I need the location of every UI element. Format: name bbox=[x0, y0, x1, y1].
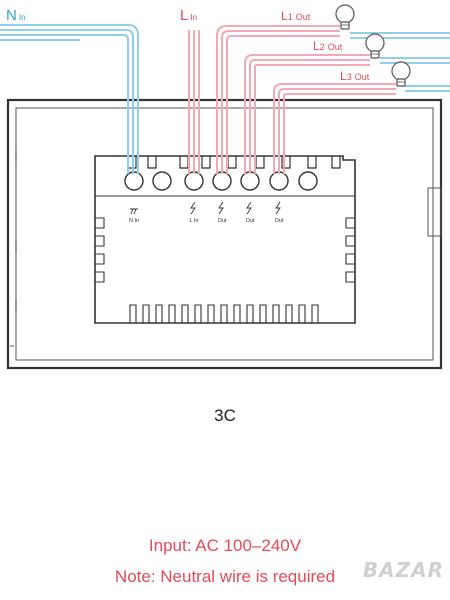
terminal-blank-1 bbox=[152, 171, 172, 191]
switch-panel-outer bbox=[6, 98, 443, 370]
out2-wire bbox=[244, 54, 370, 174]
terminal-out-1[interactable] bbox=[212, 171, 232, 191]
module-side-teeth-right bbox=[345, 217, 355, 283]
live-in-wire bbox=[188, 30, 200, 174]
lightning-icon bbox=[246, 201, 252, 215]
watermark-logo: BAZAR bbox=[362, 558, 444, 582]
bulb-icon bbox=[365, 33, 385, 59]
switch-panel-inner bbox=[15, 107, 434, 361]
lightning-icon bbox=[275, 201, 281, 215]
module-bottom-teeth bbox=[129, 304, 319, 323]
terminal-label-out-2: Out bbox=[246, 218, 255, 224]
input-voltage-text: Input: AC 100–240V bbox=[148, 536, 302, 555]
bulb-icon bbox=[391, 61, 411, 87]
terminal-l-in[interactable] bbox=[184, 171, 204, 191]
lightning-icon bbox=[190, 201, 196, 215]
terminal-blank-2 bbox=[298, 171, 318, 191]
neutral-symbol-icon bbox=[130, 208, 138, 215]
bulb-icon bbox=[335, 4, 355, 30]
module-top-teeth bbox=[127, 156, 341, 169]
terminal-label-l-in: L In bbox=[190, 218, 199, 224]
terminal-row bbox=[124, 171, 318, 191]
neutral-wire bbox=[0, 24, 139, 174]
terminal-label-out-1: Out bbox=[218, 218, 227, 224]
lightning-icon bbox=[218, 201, 224, 215]
terminal-label-n-in: N In bbox=[129, 218, 139, 224]
terminal-label-out-3: Out bbox=[275, 218, 284, 224]
out1-wire bbox=[216, 25, 340, 174]
terminal-out-2[interactable] bbox=[240, 171, 260, 191]
out3-wire bbox=[273, 83, 396, 174]
neutral-return-wires bbox=[350, 32, 450, 92]
panel-notch-right bbox=[427, 187, 442, 237]
terminal-out-3[interactable] bbox=[269, 171, 289, 191]
terminal-n-in[interactable] bbox=[124, 171, 144, 191]
model-label: 3C bbox=[214, 406, 236, 425]
module-side-teeth-left bbox=[95, 217, 105, 283]
neutral-note-text: Note: Neutral wire is required bbox=[114, 567, 336, 586]
